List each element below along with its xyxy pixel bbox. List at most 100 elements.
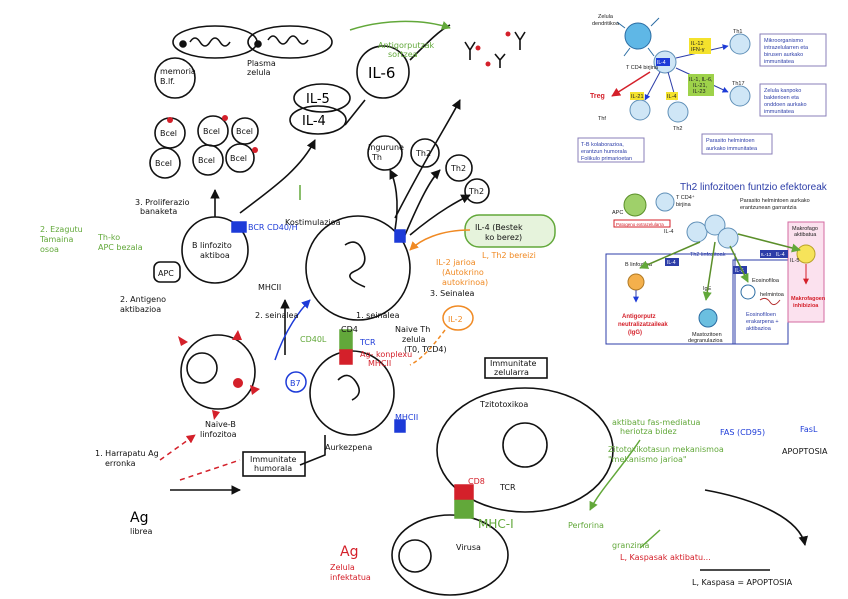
th2-subtitle-2: erantzunean garrantzia bbox=[740, 205, 798, 211]
humoral-label-1: Immunitate bbox=[250, 455, 296, 464]
apc-label: APC bbox=[158, 269, 174, 278]
naive-b-label-1: Naive-B bbox=[205, 420, 236, 429]
th2-subtitle-1: Parasito helmintoen aurkako bbox=[740, 198, 810, 204]
ag-free-label-2: librea bbox=[130, 527, 153, 536]
th-list-label-1: Ingurune bbox=[368, 143, 404, 152]
th2-effector-figure: Th2 linfozitoen funtzio efektoreak Paras… bbox=[605, 182, 828, 345]
thf-label: Thf bbox=[598, 116, 606, 122]
thf-box bbox=[577, 137, 645, 163]
antibody-label-2: neutralizatzaileak bbox=[618, 322, 668, 328]
box-thf-2: erantzun humorala bbox=[581, 149, 628, 155]
th2-fig-cell-2 bbox=[704, 214, 726, 236]
cellular-label-1: Immunitate bbox=[490, 359, 536, 368]
box-th1-4: immunitatea bbox=[764, 59, 795, 65]
apoptosis-label: APOPTOSIA bbox=[782, 447, 828, 456]
naive-b-nucleus bbox=[186, 352, 218, 384]
cellular-box bbox=[484, 357, 548, 379]
treg-label: Treg bbox=[590, 93, 605, 100]
mhcii-red-label-2: MHCII bbox=[368, 359, 391, 368]
th2-label-3: Th2 bbox=[468, 187, 484, 196]
th1-label: Th1 bbox=[733, 29, 742, 35]
ag-cell-label-1: Ag bbox=[340, 544, 358, 560]
bcell-small-label-2: Bcel bbox=[203, 127, 220, 136]
fas-text-label-1: aktibatu fas-mediatua bbox=[612, 418, 701, 427]
macro-top-2: aktibatua bbox=[794, 232, 817, 238]
th2-box bbox=[701, 133, 773, 155]
il21-label: IL-21 bbox=[631, 94, 644, 100]
apc-b-nucleus bbox=[337, 374, 360, 401]
plasma-er-2 bbox=[267, 35, 309, 45]
fasl-label: FasL bbox=[800, 425, 818, 434]
fas-label: FAS (CD95) bbox=[720, 428, 765, 437]
macro-cell bbox=[796, 244, 816, 264]
cd8-label: CD8 bbox=[468, 477, 485, 486]
bcell-small-3 bbox=[231, 117, 259, 145]
th2-figure-title: Th2 linfozitoen funtzio efektoreak bbox=[680, 182, 828, 193]
antibody-label-1: Antigorputz bbox=[622, 314, 656, 320]
thf-cell bbox=[629, 99, 651, 121]
th-nucleus bbox=[344, 241, 366, 288]
plasma-cell-2 bbox=[247, 25, 333, 59]
plasma-nucleus-1 bbox=[179, 40, 187, 48]
il4c-fig-label: IL-4 bbox=[776, 252, 785, 258]
il4-fig-label: IL-4 bbox=[657, 60, 666, 66]
bcell-small-label-6: Bcel bbox=[230, 154, 247, 163]
box-th17-4: immunitatea bbox=[764, 109, 795, 115]
th2-cell-3 bbox=[445, 154, 473, 182]
caspase-label: L, Kaspasa = APOPTOSIA bbox=[692, 578, 793, 587]
mhc1-label: MHC-I bbox=[478, 517, 514, 531]
tcr2-label: TCR bbox=[499, 483, 516, 492]
three-label-2: banaketa bbox=[140, 207, 177, 216]
mech-label-1: Zitotoxikotasun mekanismoa bbox=[608, 445, 724, 454]
tcytotoxic-nucleus bbox=[502, 422, 548, 468]
two-label-2: aktibazioa bbox=[120, 305, 161, 314]
memory-cell-label-1: memoria bbox=[160, 67, 196, 76]
bcell-small-4 bbox=[149, 147, 181, 179]
th1-cell bbox=[729, 33, 751, 55]
th17-label: Th17 bbox=[732, 81, 745, 87]
th2-cell-4 bbox=[464, 178, 490, 204]
bcr-cd40-label: BCR CD40/H bbox=[248, 223, 298, 232]
il21-box bbox=[630, 92, 644, 100]
th-apc-label-1: Th-ko bbox=[97, 233, 120, 242]
il6-box bbox=[688, 74, 714, 96]
signal1-label: 1. seinalea bbox=[356, 311, 400, 320]
eos-text-3: aktibazioa bbox=[746, 326, 772, 332]
box-th1-1: Mikroorganismo bbox=[764, 38, 803, 44]
ezagutu-label-1: 2. Ezagutu bbox=[40, 225, 83, 234]
tcr-label: TCR bbox=[359, 338, 376, 347]
fas-text-label-2: heriotza bidez bbox=[620, 427, 677, 436]
ag-free-label-1: Ag bbox=[130, 510, 148, 526]
il4a-label: IL-4 bbox=[664, 229, 673, 235]
hand-sketch bbox=[149, 24, 808, 596]
dendritic-cell bbox=[624, 22, 652, 50]
one-ag-label-1: 1. Harrapatu Ag bbox=[95, 449, 159, 458]
mhcii-label-1: MHCII bbox=[258, 283, 281, 292]
bcell-small-5 bbox=[192, 144, 224, 176]
il13-fig-label: IL-13 bbox=[761, 252, 772, 257]
caspase2-label: L, Kaspasak aktibatu... bbox=[620, 553, 711, 562]
il4-tiny-box bbox=[656, 58, 670, 66]
eos-cell bbox=[740, 284, 756, 300]
cellular-label-2: zelularra bbox=[494, 368, 529, 377]
il6-fig-label-1: IL-1, IL-6, bbox=[689, 77, 713, 83]
b-active-label-2: aktiboa bbox=[200, 251, 230, 260]
bcell-small-label-1: Bcel bbox=[160, 129, 177, 138]
naive-th-cell bbox=[305, 215, 411, 321]
plasma-label-1: Plasma bbox=[247, 59, 276, 68]
th2-fig-cell-1 bbox=[686, 221, 708, 243]
tcytotoxic-cell bbox=[436, 387, 614, 513]
il4b-box bbox=[666, 92, 678, 100]
red-strokes bbox=[159, 349, 474, 500]
green-strokes bbox=[299, 20, 661, 549]
eos-text-1: Eosinofiloen bbox=[746, 312, 776, 318]
box-thf-3: Folikulo primarioetan bbox=[581, 156, 632, 162]
infected-cell bbox=[391, 514, 509, 596]
th2-label-fig: Th2 bbox=[673, 126, 682, 132]
il4-ellipse bbox=[289, 105, 347, 135]
virus-label: Virusa bbox=[456, 543, 481, 552]
th17-cell bbox=[729, 85, 751, 107]
naive-t-label-3: (T0, TCD4) bbox=[404, 345, 447, 354]
ag-cell-label-3: infektatua bbox=[330, 573, 371, 582]
